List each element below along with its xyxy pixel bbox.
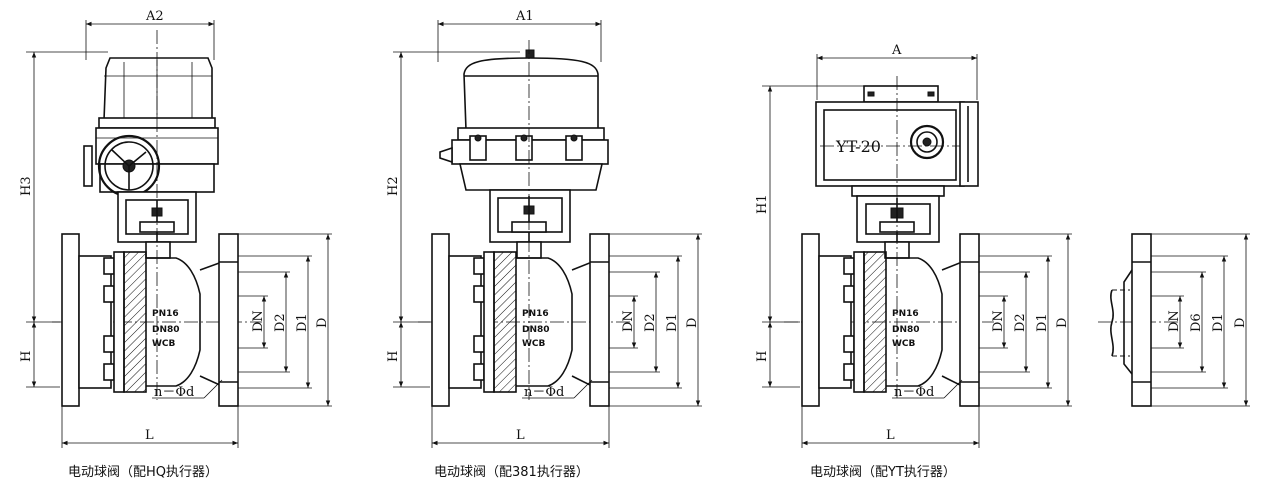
dim-a: A [891,43,902,58]
dim-h-yt: H [755,351,770,362]
view-side-flange: DN D6 D1 D [1098,233,1250,407]
dim-d-yt: D [1055,318,1070,328]
caption-hq: 电动球阀（配HQ执行器） [68,465,219,480]
dim-d1-yt: D1 [1035,313,1050,332]
nameplate-381-mat: WCB [522,339,546,349]
view-yt: A H1 H YT-20 [755,43,1072,448]
dim-h3: H3 [19,176,34,196]
dim-d1-hq: D1 [295,313,310,332]
dim-d-381: D [685,318,700,328]
nameplate-hq-pn: PN16 [152,309,179,319]
caption-381: 电动球阀（配381执行器） [434,465,589,480]
actuator-label-yt: YT-20 [835,137,881,156]
holes-hq: n－Φd [154,385,194,400]
dim-dn-side: DN [1167,310,1182,332]
caption-yt: 电动球阀（配YT执行器） [810,465,956,480]
dim-d2-yt: D2 [1013,313,1028,332]
dim-l-381: L [516,428,525,443]
dim-h1: H1 [755,194,770,214]
dim-d2-hq: D2 [273,313,288,332]
dim-dn-hq: DN [251,310,266,332]
nameplate-yt-pn: PN16 [892,309,919,319]
nameplate-hq-mat: WCB [152,339,176,349]
dim-h-hq: H [19,351,34,362]
dim-h-381: H [386,351,401,362]
view-hq: A2 H3 H [19,9,332,448]
dim-dn-yt: DN [991,310,1006,332]
nameplate-yt-mat: WCB [892,339,916,349]
nameplate-hq-dn: DN80 [152,325,180,335]
dim-a1: A1 [515,9,534,24]
dim-d2-381: D2 [643,313,658,332]
view-381: A1 H2 H [386,9,702,448]
nameplate-yt-dn: DN80 [892,325,920,335]
holes-yt: n－Φd [894,385,934,400]
nameplate-381-pn: PN16 [522,309,549,319]
dim-d1-side: D1 [1211,313,1226,332]
dim-dn-381: DN [621,310,636,332]
dim-d6-side: D6 [1189,313,1204,332]
dim-h2: H2 [386,176,401,196]
holes-381: n－Φd [524,385,564,400]
dim-d-hq: D [315,318,330,328]
dim-d1-381: D1 [665,313,680,332]
nameplate-381-dn: DN80 [522,325,550,335]
dim-l-hq: L [145,428,154,443]
dim-a2: A2 [145,9,164,24]
dim-l-yt: L [886,428,895,443]
dim-d-side: D [1233,318,1248,328]
